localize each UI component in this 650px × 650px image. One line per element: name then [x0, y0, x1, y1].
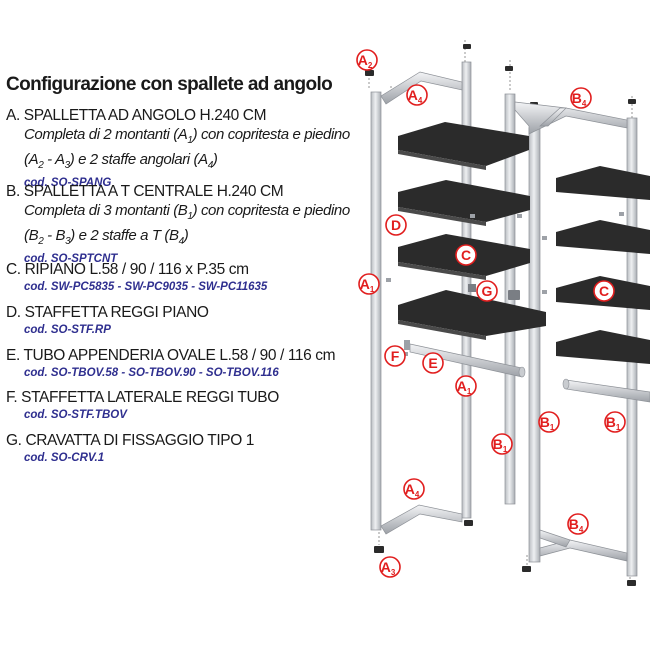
callout-c-4: C [455, 244, 477, 266]
angle-bracket-bottom [380, 504, 463, 535]
callout-a1-10: A1 [455, 375, 477, 397]
callout-a4-14: A4 [403, 478, 425, 500]
item-a-heading: A. SPALLETTA AD ANGOLO H.240 CM [6, 107, 267, 124]
callout-b1-11: B1 [538, 411, 560, 433]
item-f: F. STAFFETTA LATERALE REGGI TUBO cod. SO… [6, 388, 358, 424]
item-g: G. CRAVATTA DI FISSAGGIO TIPO 1 cod. SO-… [6, 431, 358, 467]
svg-text:C: C [461, 247, 471, 263]
callout-a4-1: A4 [406, 84, 428, 106]
fixing-tie [468, 284, 520, 300]
callout-a2-0: A2 [356, 49, 378, 71]
svg-text:F: F [391, 348, 400, 364]
svg-text:C: C [599, 283, 609, 299]
item-a: A. SPALLETTA AD ANGOLO H.240 CM Completa… [6, 106, 358, 192]
item-f-heading: F. STAFFETTA LATERALE REGGI TUBO [6, 389, 279, 406]
callout-g-6: G [476, 280, 498, 302]
callout-d-3: D [385, 214, 407, 236]
t-upright-right [528, 127, 541, 563]
item-d-code: cod. SO-STF.RP [24, 324, 111, 336]
item-a-description-line-1: Completa di 2 montanti (A1) con coprites… [24, 126, 350, 146]
svg-text:G: G [482, 283, 493, 299]
callout-b1-13: B1 [604, 411, 626, 433]
item-f-code: cod. SO-STF.TBOV [24, 409, 127, 421]
hanging-rail-right [562, 378, 650, 403]
item-b-description-line-2: (B2 - B3) e 2 staffe a T (B4) [24, 227, 189, 247]
callout-f-8: F [384, 345, 406, 367]
t-bracket-bottom [539, 529, 628, 562]
item-g-code: cod. SO-CRV.1 [24, 452, 105, 464]
item-e-code: cod. SO-TBOV.58 - SO-TBOV.90 - SO-TBOV.1… [24, 367, 279, 379]
callout-b4-2: B4 [570, 87, 592, 109]
item-b-code: cod. SO-SPTCNT [24, 253, 118, 265]
callout-c-5: C [593, 280, 615, 302]
svg-text:D: D [391, 217, 401, 233]
callout-b4-15: B4 [567, 513, 589, 535]
item-e: E. TUBO APPENDERIA OVALE L.58 / 90 / 116… [6, 346, 358, 382]
t-bracket-top [514, 101, 628, 135]
end-caps [365, 44, 636, 586]
item-d-heading: D. STAFFETTA REGGI PIANO [6, 304, 209, 321]
rail-side-brackets [404, 340, 410, 356]
corner-upright-front [370, 91, 382, 531]
shelves-left-bay [398, 122, 546, 336]
angle-bracket-top [380, 71, 463, 105]
item-b-description-line-1: Completa di 3 montanti (B1) con coprites… [24, 202, 350, 222]
svg-text:E: E [428, 355, 437, 371]
callout-b1-12: B1 [491, 433, 513, 455]
item-b: B. SPALLETTA A T CENTRALE H.240 CM Compl… [6, 182, 358, 268]
item-b-heading: B. SPALLETTA A T CENTRALE H.240 CM [6, 183, 284, 200]
item-e-heading: E. TUBO APPENDERIA OVALE L.58 / 90 / 116… [6, 347, 336, 364]
item-c-heading: C. RIPIANO L.58 / 90 / 116 x P.35 cm [6, 261, 249, 278]
item-a-description-line-2: (A2 - A3) e 2 staffe angolari (A4) [24, 151, 218, 171]
item-d: D. STAFFETTA REGGI PIANO cod. SO-STF.RP [6, 303, 358, 339]
item-c: C. RIPIANO L.58 / 90 / 116 x P.35 cm cod… [6, 260, 358, 296]
item-g-heading: G. CRAVATTA DI FISSAGGIO TIPO 1 [6, 432, 254, 449]
callout-a1-7: A1 [358, 273, 380, 295]
item-c-code: cod. SW-PC5835 - SW-PC9035 - SW-PC11635 [24, 281, 268, 293]
item-a-code: cod. SO-SPANG [24, 177, 112, 189]
page-title: Configurazione con spallete ad angolo [6, 74, 333, 95]
callout-a3-16: A3 [379, 556, 401, 578]
callout-e-9: E [422, 352, 444, 374]
shelf-edges-left-bay [398, 150, 486, 340]
